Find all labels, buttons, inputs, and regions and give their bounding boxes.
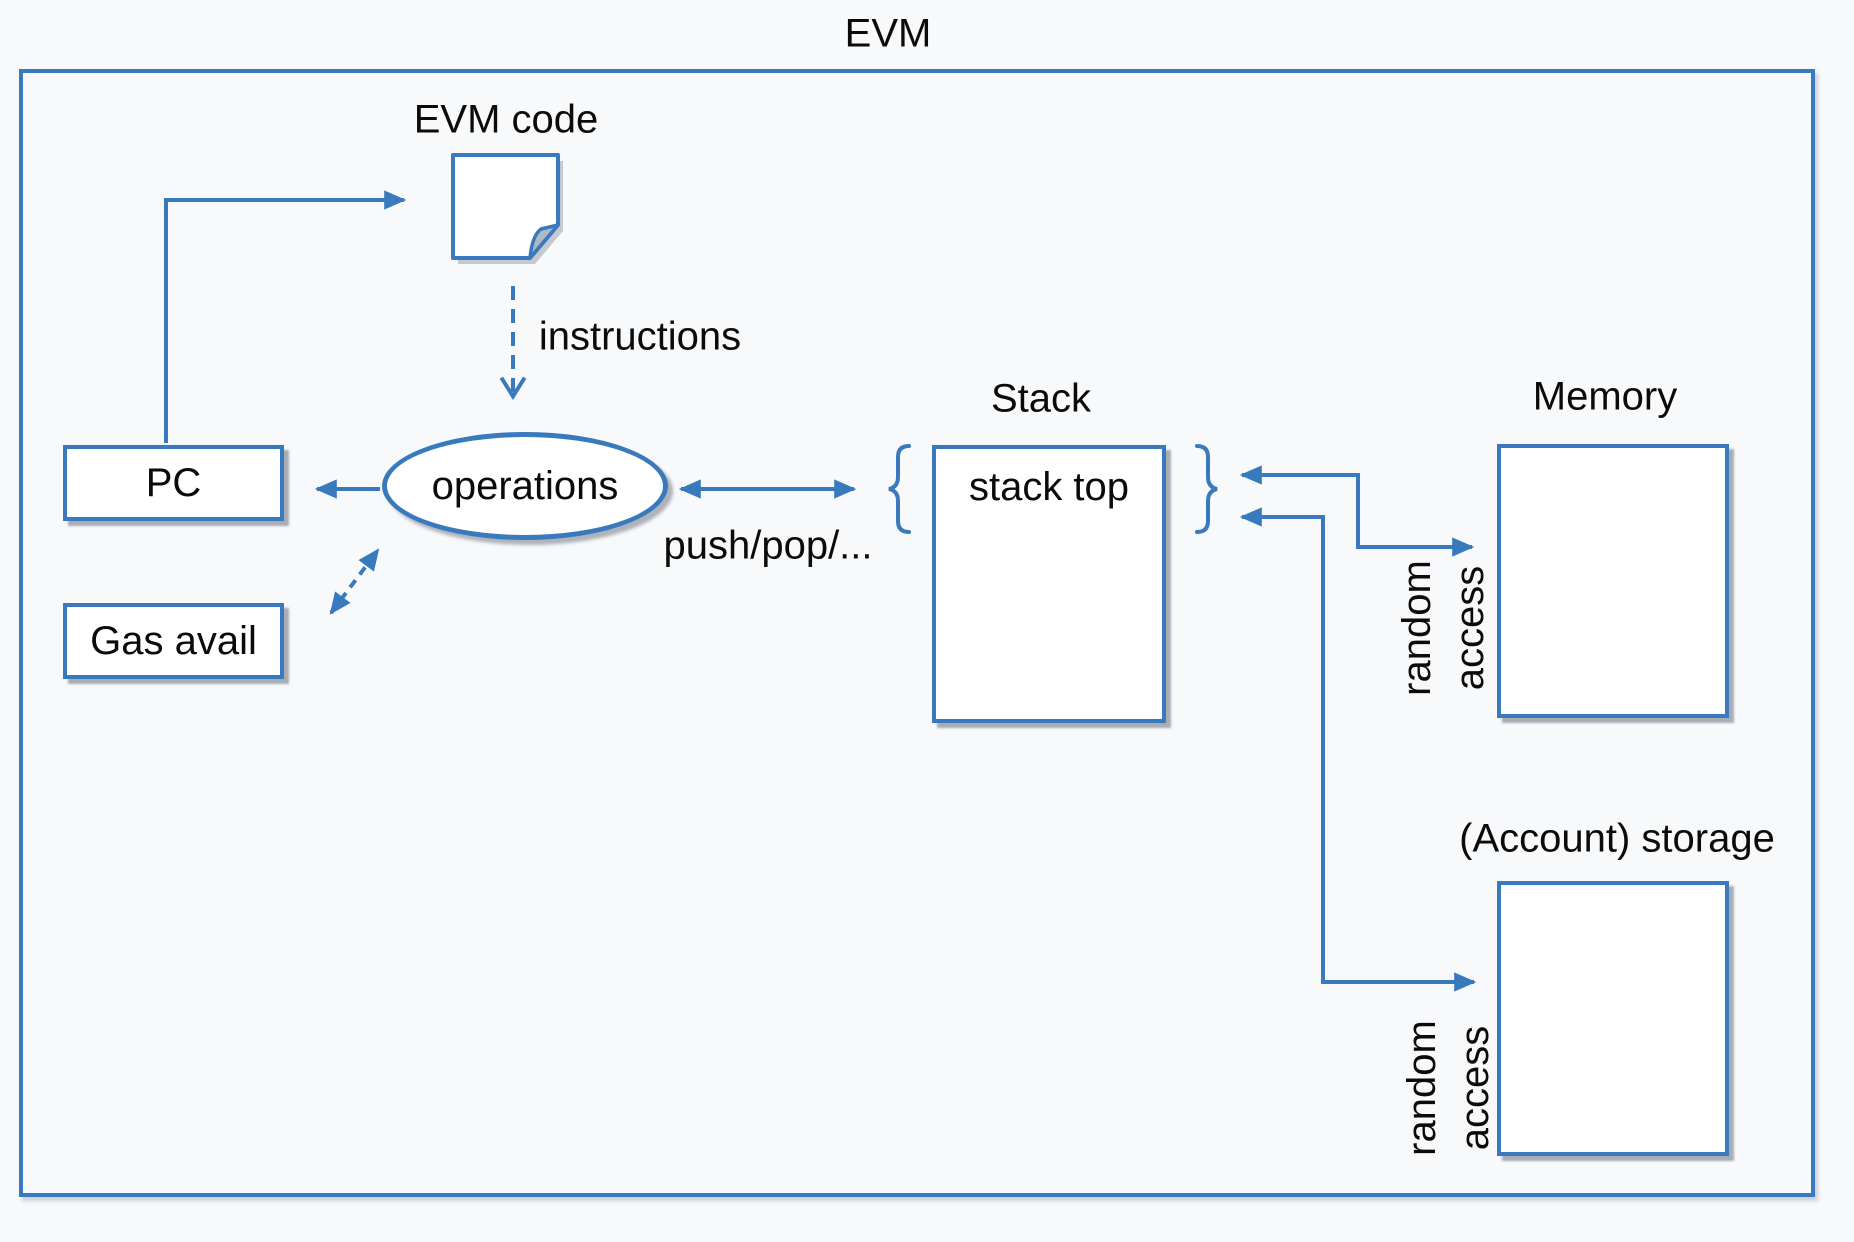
storage-random-access-label: random access	[1399, 1020, 1497, 1156]
memory-node	[1497, 444, 1729, 718]
instructions-label: instructions	[538, 314, 742, 359]
pc-label: PC	[145, 460, 202, 505]
gas-avail-label: Gas avail	[90, 618, 257, 663]
operations-node: operations	[382, 432, 668, 540]
memory-random-access-label: random access	[1394, 560, 1492, 696]
push-pop-label: push/pop/...	[663, 523, 873, 568]
pc-node: PC	[63, 445, 284, 521]
stack-title: Stack	[990, 376, 1092, 421]
document-icon	[451, 153, 563, 264]
arrow-operations-gas	[329, 548, 380, 615]
storage-title: (Account) storage	[1459, 816, 1775, 861]
arrow-stack-storage	[1239, 507, 1477, 992]
document-fold	[528, 223, 560, 260]
operations-label: operations	[431, 463, 619, 508]
stack-node: stack top	[932, 445, 1166, 723]
memory-title: Memory	[1532, 374, 1678, 419]
stack-top-label: stack top	[968, 465, 1130, 509]
gas-avail-node: Gas avail	[63, 603, 284, 679]
evm-code-label: EVM code	[413, 97, 599, 142]
stack-left-brace	[888, 444, 911, 534]
storage-node	[1497, 881, 1729, 1156]
arrow-pc-to-evm-code	[164, 190, 407, 443]
stack-right-brace	[1195, 444, 1218, 534]
evm-frame	[19, 69, 1815, 1197]
diagram-title: EVM	[844, 11, 932, 56]
arrow-stack-memory	[1239, 465, 1475, 557]
